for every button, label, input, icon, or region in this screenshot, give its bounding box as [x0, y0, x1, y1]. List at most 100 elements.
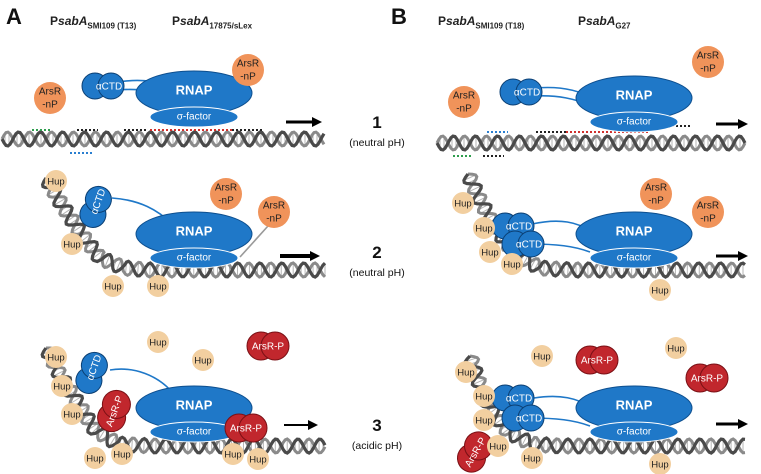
panel-a-letter: A [6, 4, 22, 29]
arsr-np-b1-right-label-bottom: -nP [700, 64, 716, 75]
rnap-b3: RNAP σ-factor [575, 385, 693, 443]
hup-b2-4: Hup [501, 253, 523, 275]
hup-b3-2: Hup [473, 385, 495, 407]
actd-a1: αCTD [81, 72, 125, 100]
rnap-a1: RNAP σ-factor [135, 70, 253, 128]
panel-b-promoter-1: PsabASMI109 (T18) [438, 14, 525, 31]
hup-b3-4: Hup [487, 435, 509, 457]
arrow-a2 [280, 251, 320, 261]
hup-b2-4-label: Hup [503, 260, 520, 271]
arsr-np-a1-right-label-bottom: -nP [240, 72, 256, 83]
actd-b3-2: αCTD [501, 404, 545, 432]
arsr-p-a3-free-label: ArsR-P [252, 342, 285, 353]
hup-b2-3: Hup [479, 241, 501, 263]
hup-b3-6-label: Hup [651, 460, 668, 471]
hup-b3-4-label: Hup [489, 442, 506, 453]
actd-b3-label: αCTD [506, 394, 532, 405]
arsr-p-b3-free-2: ArsR-P [685, 363, 729, 393]
hup-b2-5: Hup [649, 279, 671, 301]
hup-a3-1: Hup [45, 346, 67, 368]
rnap-b2-label: RNAP [616, 223, 653, 238]
actd-b1: αCTD [499, 78, 543, 106]
hup-a3-2-label: Hup [53, 382, 70, 393]
hup-a3-6-label: Hup [224, 450, 241, 461]
hup-b2-1-label: Hup [454, 199, 471, 210]
hup-b2-2: Hup [473, 217, 495, 239]
hup-a3-2: Hup [51, 375, 73, 397]
rnap-b2-sigma [589, 247, 679, 269]
arsr-np-a2-1-label-top: ArsR [215, 183, 237, 194]
state-3-condition: (acidic pH) [351, 440, 403, 452]
rnap-a1-sigma [149, 106, 239, 128]
hup-b2-1: Hup [452, 192, 474, 214]
hup-a3-3-label: Hup [63, 410, 80, 421]
state-2-number: 2 [372, 243, 382, 262]
hup-a3-free-1: Hup [147, 331, 169, 353]
hup-a3-3: Hup [61, 403, 83, 425]
hup-a2-4-label: Hup [149, 282, 166, 293]
arsr-np-b2-1-label-top: ArsR [645, 183, 667, 194]
rnap-a1-sigma-label: σ-factor [177, 112, 212, 123]
rnap-b3-sigma [589, 421, 679, 443]
hup-a2-2: Hup [61, 233, 83, 255]
arrow-a3 [284, 420, 318, 430]
rnap-a3-label: RNAP [176, 397, 213, 412]
arsr-np-a1-left-label-bottom: -nP [42, 100, 58, 111]
state-2-label: 2 (neutral pH) [337, 243, 417, 279]
contact-line-a2 [239, 225, 269, 258]
hup-a3-4-label: Hup [86, 454, 103, 465]
dna-a1 [0, 130, 326, 148]
arsr-np-b1-left-label-top: ArsR [453, 91, 475, 102]
rnap-b1-sigma [589, 111, 679, 133]
arsr-np-a1-right: ArsR-nP [232, 54, 264, 86]
hup-b2-3-label: Hup [481, 248, 498, 259]
arsr-p-a3-dna: ArsR-P [224, 413, 268, 443]
hup-a3-5-label: Hup [113, 450, 130, 461]
rnap-b3-sigma-label: σ-factor [617, 427, 652, 438]
arrow-b3 [716, 419, 748, 429]
arsr-np-b2-1-label-bottom: -nP [648, 196, 664, 207]
hup-b3-6: Hup [649, 453, 671, 474]
arsr-p-b3-free-1: ArsR-P [575, 345, 619, 375]
arsr-np-b1-right-label-top: ArsR [697, 51, 719, 62]
hup-a3-free-1-label: Hup [149, 338, 166, 349]
linker-a3 [109, 368, 173, 393]
hup-a3-7: Hup [247, 448, 269, 470]
rnap-b2: RNAP σ-factor [575, 211, 693, 269]
arsr-p-a3-free: ArsR-P [246, 331, 290, 361]
arrow-b2 [716, 251, 748, 261]
arsr-np-a2-2-label-bottom: -nP [266, 214, 282, 225]
rnap-a1-label: RNAP [176, 82, 213, 97]
arrow-b1 [716, 119, 748, 129]
arsr-np-b2-2: ArsR-nP [692, 196, 724, 228]
hup-b3-free-2: Hup [665, 337, 687, 359]
hup-a3-7-label: Hup [249, 455, 266, 466]
state-1-condition: (neutral pH) [349, 137, 405, 149]
actd-b2-2-label: αCTD [516, 240, 542, 251]
state-3-label: 3 (acidic pH) [337, 416, 417, 452]
protein-layer: RNAP σ-factor αCTD ArsR -nP ArsR -nP RNAP σ-fact… [34, 46, 729, 474]
hup-b3-5-label: Hup [523, 454, 540, 465]
hup-b3-3: Hup [473, 409, 495, 431]
hup-a3-1-label: Hup [47, 353, 64, 364]
panel-a-promoter-2: PsabA17875/sLex [172, 14, 253, 31]
actd-b2-label: αCTD [506, 222, 532, 233]
hup-a2-3-label: Hup [104, 282, 121, 293]
rnap-a3-sigma-label: σ-factor [177, 427, 212, 438]
actd-b3-2-label: αCTD [516, 414, 542, 425]
rnap-b2-sigma-label: σ-factor [617, 253, 652, 264]
arsr-np-b1-right: ArsR -nP [692, 46, 724, 78]
arrow-layer [280, 117, 748, 430]
arsr-np-a1-left-label-top: ArsR [39, 87, 61, 98]
arsr-np-b2-2-label-bottom: -nP [700, 214, 716, 225]
arsr-p-a3-bound: ArsR-P [97, 389, 131, 433]
arsr-p-b3-free-1-label: ArsR-P [581, 356, 614, 367]
actd-b2-2: αCTD [501, 230, 545, 258]
rnap-a2-sigma [149, 247, 239, 269]
arsr-np-a2-2: ArsR-nP [258, 196, 290, 228]
arsr-np-a2-1-label-bottom: -nP [218, 196, 234, 207]
rnap-b3-label: RNAP [616, 397, 653, 412]
